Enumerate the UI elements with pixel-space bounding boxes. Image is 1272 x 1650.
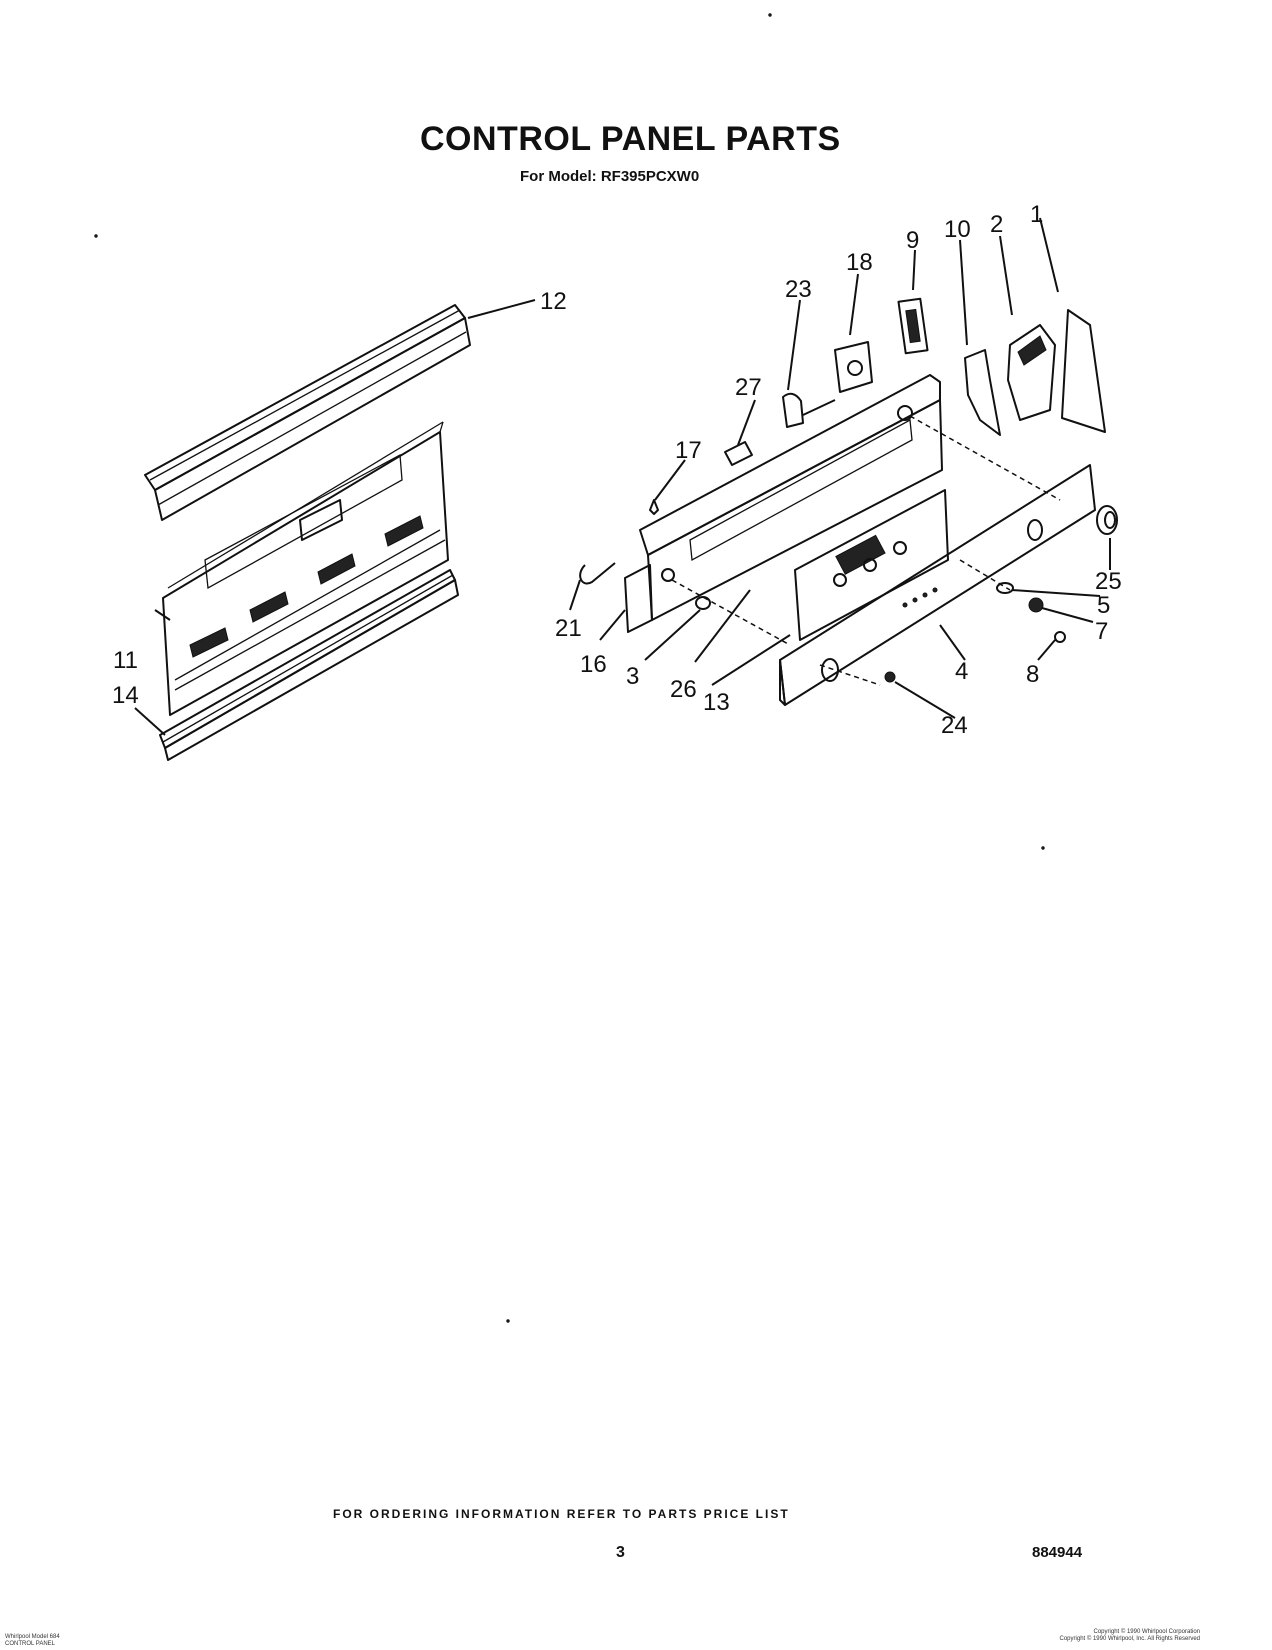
part-25-knob <box>1096 505 1118 535</box>
part-8-screw <box>1054 631 1066 643</box>
callout-11: 11 <box>113 647 138 674</box>
part-3-plug <box>695 596 711 610</box>
part-5-button <box>996 582 1014 594</box>
callout-5: 5 <box>1097 592 1110 619</box>
part-13-control-board <box>794 489 949 641</box>
callout-26: 26 <box>670 676 697 703</box>
callout-7: 7 <box>1095 618 1108 645</box>
callout-4: 4 <box>955 658 968 685</box>
callout-2: 2 <box>990 211 1003 238</box>
left-small-line-2: CONTROL PANEL <box>5 1641 56 1647</box>
part-14-bottom-trim <box>159 569 459 761</box>
part-27-bracket <box>724 441 753 466</box>
callout-14: 14 <box>112 682 139 709</box>
page-number: 3 <box>616 1544 625 1561</box>
part-10-bracket <box>964 349 1001 436</box>
part-9-switch <box>897 297 929 355</box>
part-11-back-panel <box>162 421 449 716</box>
ordering-note: FOR ORDERING INFORMATION REFER TO PARTS … <box>333 1507 790 1521</box>
part-4-front-panel <box>779 464 1096 706</box>
page-title: CONTROL PANEL PARTS <box>420 120 841 158</box>
part-18-clip <box>649 499 659 515</box>
callout-1: 1 <box>1030 201 1043 228</box>
part-2-board <box>1007 324 1056 421</box>
part-21-clip <box>579 562 616 585</box>
callout-24: 24 <box>941 712 968 739</box>
part-1-shield <box>1061 309 1106 433</box>
document-number: 884944 <box>1032 1544 1083 1561</box>
callout-13: 13 <box>703 689 730 716</box>
callout-16: 16 <box>580 651 607 678</box>
callout-12: 12 <box>540 288 567 315</box>
left-footer-small-text: Whirlpool Model 684 CONTROL PANEL <box>5 1634 60 1648</box>
callout-8: 8 <box>1026 661 1039 688</box>
part-16-frame <box>624 374 943 633</box>
copyright-line-2: Copyright © 1990 Whirlpool, Inc. All Rig… <box>1059 1636 1200 1642</box>
part-23-switch <box>782 392 836 428</box>
copyright-line-1: Copyright © 1990 Whirlpool Corporation <box>1093 1629 1200 1635</box>
copyright-text: Copyright © 1990 Whirlpool Corporation C… <box>990 1629 1200 1643</box>
callout-18: 17 <box>675 437 702 464</box>
part-7-nut <box>1028 597 1044 613</box>
callout-21: 21 <box>555 615 582 642</box>
part-17-timer <box>834 341 873 393</box>
callout-17: 18 <box>846 249 873 276</box>
callout-27: 27 <box>735 374 762 401</box>
callout-9: 9 <box>906 227 919 254</box>
callout-23: 23 <box>785 276 812 303</box>
callout-3: 3 <box>626 663 639 690</box>
part-24-screw <box>884 671 896 683</box>
left-small-line-1: Whirlpool Model 684 <box>5 1634 60 1640</box>
part-12-top-trim <box>144 304 471 521</box>
model-subtitle: For Model: RF395PCXW0 <box>520 168 700 185</box>
callout-10: 10 <box>944 216 971 243</box>
callout-25: 25 <box>1095 568 1122 595</box>
